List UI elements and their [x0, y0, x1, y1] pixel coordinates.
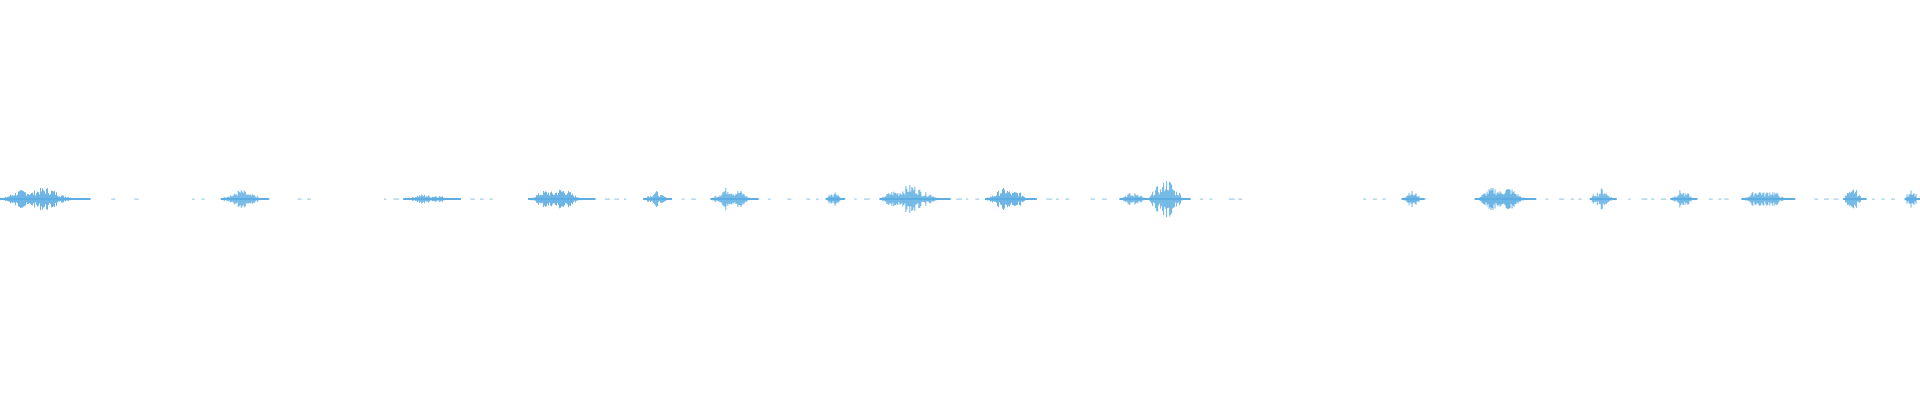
waveform-silence-dash — [1833, 198, 1839, 200]
waveform-silence-dash — [489, 198, 493, 200]
waveform-silence-dash — [816, 198, 819, 200]
waveform-silence-dash — [681, 198, 685, 200]
waveform-bar — [758, 198, 760, 200]
waveform-segment-core — [1401, 198, 1425, 200]
waveform-silence-dash — [1382, 198, 1386, 200]
waveform-silence-dash — [965, 198, 969, 200]
waveform-bar — [844, 198, 846, 200]
waveform-silence-dash — [1578, 198, 1582, 200]
waveform-segment-core — [1904, 198, 1920, 200]
waveform-silence-dash — [1372, 198, 1377, 200]
waveform-silence-dash — [1724, 198, 1729, 200]
waveform-bar — [268, 198, 270, 200]
waveform-silence-dash — [1046, 198, 1053, 200]
waveform-segment-core — [1148, 198, 1191, 200]
waveform-bar — [1190, 198, 1192, 200]
waveform-segment-core — [643, 198, 672, 200]
waveform-segment-core — [1589, 198, 1617, 200]
waveform-segment-core — [0, 198, 91, 200]
waveform-silence-dash — [975, 198, 980, 200]
waveform-silence-dash — [1209, 198, 1213, 200]
waveform-silence-dash — [1559, 198, 1565, 200]
waveform-silence-dash — [192, 198, 195, 200]
waveform-segment-core — [710, 198, 759, 200]
waveform-silence-dash — [1065, 198, 1070, 200]
waveform-segment-core — [528, 198, 596, 200]
waveform-segment-core — [985, 198, 1037, 200]
waveform-silence-dash — [624, 198, 627, 200]
waveform-bar — [1535, 198, 1537, 200]
waveform-segment-core — [1670, 198, 1698, 200]
waveform-silence-dash — [297, 198, 302, 200]
waveform-silence-dash — [787, 198, 792, 200]
waveform-segment-core — [879, 198, 951, 200]
waveform-segment-core — [403, 198, 461, 200]
waveform-silence-dash — [806, 198, 811, 200]
waveform-silence-dash — [1090, 198, 1095, 200]
waveform-silence-dash — [201, 198, 205, 200]
waveform-silence-dash — [1824, 198, 1829, 200]
waveform-silence-dash — [864, 198, 870, 200]
waveform-segment-core — [1119, 198, 1152, 200]
waveform-silence-dash — [1660, 198, 1667, 200]
waveform-segment-core — [1474, 198, 1536, 200]
waveform-silence-dash — [1545, 198, 1549, 200]
waveform-silence-dash — [307, 198, 311, 200]
waveform-silence-dash — [384, 198, 387, 200]
waveform-bar — [1866, 198, 1868, 200]
waveform-silence-dash — [1628, 198, 1631, 200]
waveform-bar — [1424, 198, 1426, 200]
waveform-silence-dash — [1718, 198, 1722, 200]
waveform-bar — [950, 198, 952, 200]
waveform-silence-dash — [1570, 198, 1574, 200]
waveform-silence-dash — [1238, 198, 1243, 200]
waveform-bar — [595, 198, 596, 200]
waveform-silence-dash — [1872, 198, 1875, 200]
waveform-silence-dash — [1056, 198, 1059, 200]
waveform-silence-dash — [1814, 198, 1818, 200]
waveform-segment-core — [1741, 198, 1796, 200]
waveform-silence-dash — [1228, 198, 1235, 200]
waveform-silence-dash — [604, 198, 610, 200]
waveform-silence-dash — [1881, 198, 1885, 200]
waveform-silence-dash — [480, 198, 484, 200]
waveform-silence-dash — [1363, 198, 1367, 200]
waveform-silence-dash — [1200, 198, 1204, 200]
waveform-silence-dash — [393, 198, 400, 200]
waveform-silence-dash — [111, 198, 116, 200]
waveform-segment-core — [220, 198, 269, 200]
waveform-bars — [0, 181, 1920, 217]
waveform-silence-dash — [1891, 198, 1895, 200]
waveform-segment-core — [1843, 198, 1867, 200]
waveform-silence-dash — [1708, 198, 1713, 200]
waveform-silence-dash — [854, 198, 857, 200]
waveform-silence-dash — [1102, 198, 1107, 200]
waveform-silence-dash — [614, 198, 619, 200]
waveform-silence-dash — [768, 198, 771, 200]
waveform-silence-dash — [956, 198, 963, 200]
waveform-silence-dash — [470, 198, 475, 200]
waveform-silence-dash — [691, 198, 696, 200]
waveform-bar — [90, 198, 91, 200]
waveform-silence-dash — [134, 198, 139, 200]
waveform-silence-dash — [1641, 198, 1648, 200]
waveform-silence-dash — [1651, 198, 1655, 200]
waveform-segment-core — [825, 198, 845, 200]
